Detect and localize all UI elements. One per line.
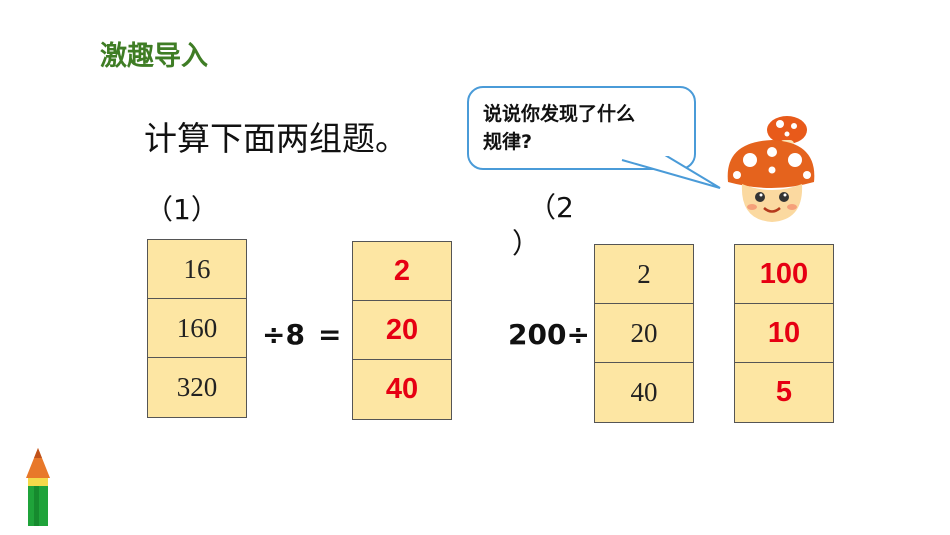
answer-cell: 40	[385, 373, 419, 405]
group2-divisor-column: 2 20 40	[594, 244, 694, 423]
group1-dividend-column: 16 160 320	[147, 239, 247, 418]
answer-cell: 5	[775, 376, 793, 408]
mushroom-character-icon	[727, 116, 815, 222]
pencil-icon	[26, 448, 50, 526]
group1-label: （1）	[145, 193, 219, 226]
group1-answer-column: 2 20 40	[352, 241, 452, 420]
table-cell: 40	[630, 377, 658, 407]
speech-bubble-tail	[621, 150, 721, 189]
speech-line-2: 规律?	[483, 131, 533, 153]
group2-label-open: （2	[528, 191, 574, 224]
answer-cell: 2	[353, 242, 451, 301]
table-cell: 160	[148, 299, 246, 358]
group2-answer-column: 100 10 5	[734, 244, 834, 423]
group1-operator: ÷8	[262, 318, 305, 351]
speech-line-1: 说说你发现了什么	[483, 103, 636, 125]
answer-cell: 100	[735, 245, 833, 304]
speech-bubble: 说说你发现了什么 规律?	[467, 86, 696, 170]
table-cell: 320	[176, 372, 218, 402]
table-cell: 2	[595, 245, 693, 304]
group2-label: （2 ）	[512, 190, 574, 262]
group2-label-close: ）	[512, 227, 541, 260]
group2-dividend-prefix: 200÷	[508, 318, 590, 351]
page-title: 激趣导入	[100, 41, 208, 72]
table-cell: 20	[595, 304, 693, 363]
intro-text: 计算下面两组题。	[144, 119, 408, 158]
group1-equals: =	[318, 318, 342, 351]
table-cell: 16	[148, 240, 246, 299]
answer-cell: 10	[735, 304, 833, 363]
answer-cell: 20	[353, 301, 451, 360]
